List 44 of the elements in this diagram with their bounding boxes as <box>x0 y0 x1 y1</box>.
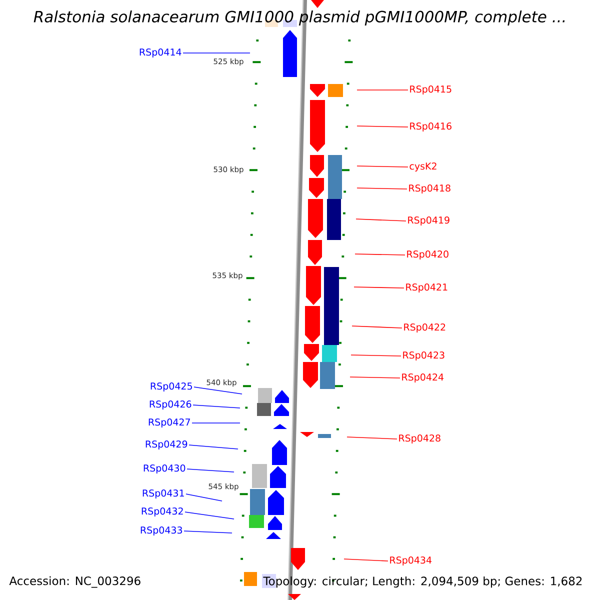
gene-label: RSp0414 <box>140 48 182 58</box>
leader-line <box>352 326 402 328</box>
leader-line <box>356 188 408 190</box>
gene-label: RSp0420 <box>407 250 448 260</box>
leader-line <box>184 512 234 520</box>
gene-label: RSp0433 <box>140 526 182 536</box>
leader-line <box>186 494 222 502</box>
gene-label: RSp0419 <box>408 216 450 226</box>
gene-label: RSp0422 <box>404 323 446 333</box>
gene-label: RSp0424 <box>402 373 444 383</box>
gene-label: RSp0431 <box>142 489 184 499</box>
info-text: Topology: circular; Length: 2,094,509 bp; Genes: 1,682 <box>263 576 582 588</box>
gene-label: RSp0427 <box>148 418 190 428</box>
leader-line <box>194 386 242 394</box>
leader-line <box>354 286 404 288</box>
leader-line <box>354 254 406 256</box>
leader-line <box>192 422 240 424</box>
gene-label: RSp0428 <box>399 434 440 444</box>
leader-line <box>356 126 408 128</box>
leader-line <box>344 558 388 562</box>
leader-line <box>192 404 240 408</box>
leader-line <box>182 52 250 54</box>
gene-label: RSp0415 <box>410 85 452 95</box>
gene-label: RSp0434 <box>390 556 432 566</box>
gene-label: RSp0418 <box>409 184 450 194</box>
gene-label: RSp0426 <box>150 400 192 410</box>
gene-label: RSp0429 <box>146 440 188 450</box>
gene-label: RSp0416 <box>410 122 452 132</box>
gene-label: RSp0432 <box>142 507 183 517</box>
leader-line <box>188 444 238 450</box>
leader-line <box>350 354 402 356</box>
info-text: Accession: NC_003296 <box>9 576 140 588</box>
gene-label: RSp0421 <box>406 283 448 293</box>
leader-line <box>350 376 400 378</box>
title: Ralstonia solanacearum GMI1000 plasmid pGMI1000MP, complete ... <box>34 10 565 26</box>
leader-line <box>186 468 234 472</box>
leader-line <box>184 530 232 534</box>
leader-line <box>356 166 408 168</box>
leader-line <box>346 436 398 440</box>
leader-line <box>356 218 406 222</box>
gene-label: RSp0425 <box>150 382 192 392</box>
gene-label: RSp0430 <box>144 464 186 474</box>
gene-label: RSp0423 <box>403 351 444 361</box>
gene-label: cysK2 <box>410 162 436 172</box>
